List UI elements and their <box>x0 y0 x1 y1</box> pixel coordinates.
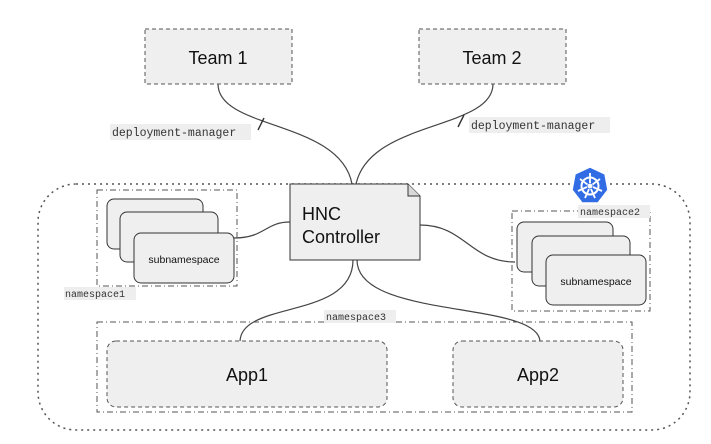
team-2-label: Team 2 <box>462 48 521 68</box>
namespace1-label-bg <box>64 287 136 300</box>
controller-to-namespace2-line <box>419 224 516 263</box>
controller-to-app2-line <box>356 259 541 343</box>
team1-edge-label-bg <box>110 124 251 140</box>
namespace3-label: namespace3 <box>326 313 386 324</box>
controller-line1: HNC <box>302 204 341 224</box>
namespace1-label: namespace1 <box>65 290 125 301</box>
namespace1-subnamespace-card <box>133 232 235 284</box>
app2-label: App2 <box>517 365 559 385</box>
hnc-controller: HNC Controller <box>289 183 421 261</box>
controller-to-namespace1-line <box>233 221 291 239</box>
namespace1-subnamespace-label: subnamespace <box>148 254 219 266</box>
namespace2-label: namespace2 <box>580 208 640 219</box>
team2-to-controller-line <box>355 83 494 185</box>
team2-edge-tick <box>457 114 465 128</box>
controller-line2: Controller <box>302 227 380 247</box>
app1-label: App1 <box>226 365 268 385</box>
kubernetes-icon <box>571 166 609 204</box>
team-1-label: Team 1 <box>188 48 247 68</box>
team-1-box: Team 1 <box>144 28 293 85</box>
app2-box <box>452 340 624 408</box>
controller-to-app1-line <box>239 259 354 343</box>
team1-to-controller-line <box>217 83 353 185</box>
team2-edge-label: deployment-manager <box>471 120 595 133</box>
namespace2-subnamespace-label: subnamespace <box>560 276 631 288</box>
connectors <box>217 83 541 343</box>
team2-edge-label-bg <box>469 117 610 133</box>
namespace2-subnamespace-card <box>545 254 647 306</box>
namespace2-group: subnamespace namespace2 <box>511 205 651 312</box>
namespace1-group: subnamespace namespace1 <box>64 189 238 301</box>
namespace2-label-bg <box>578 205 650 218</box>
team1-edge-tick <box>257 117 265 131</box>
namespace3-group: namespace3 App1 App2 <box>96 310 633 413</box>
team-2-box: Team 2 <box>418 28 567 85</box>
namespace3-label-bg <box>324 310 396 323</box>
app1-box <box>106 340 388 408</box>
team1-edge-label: deployment-manager <box>112 127 236 140</box>
